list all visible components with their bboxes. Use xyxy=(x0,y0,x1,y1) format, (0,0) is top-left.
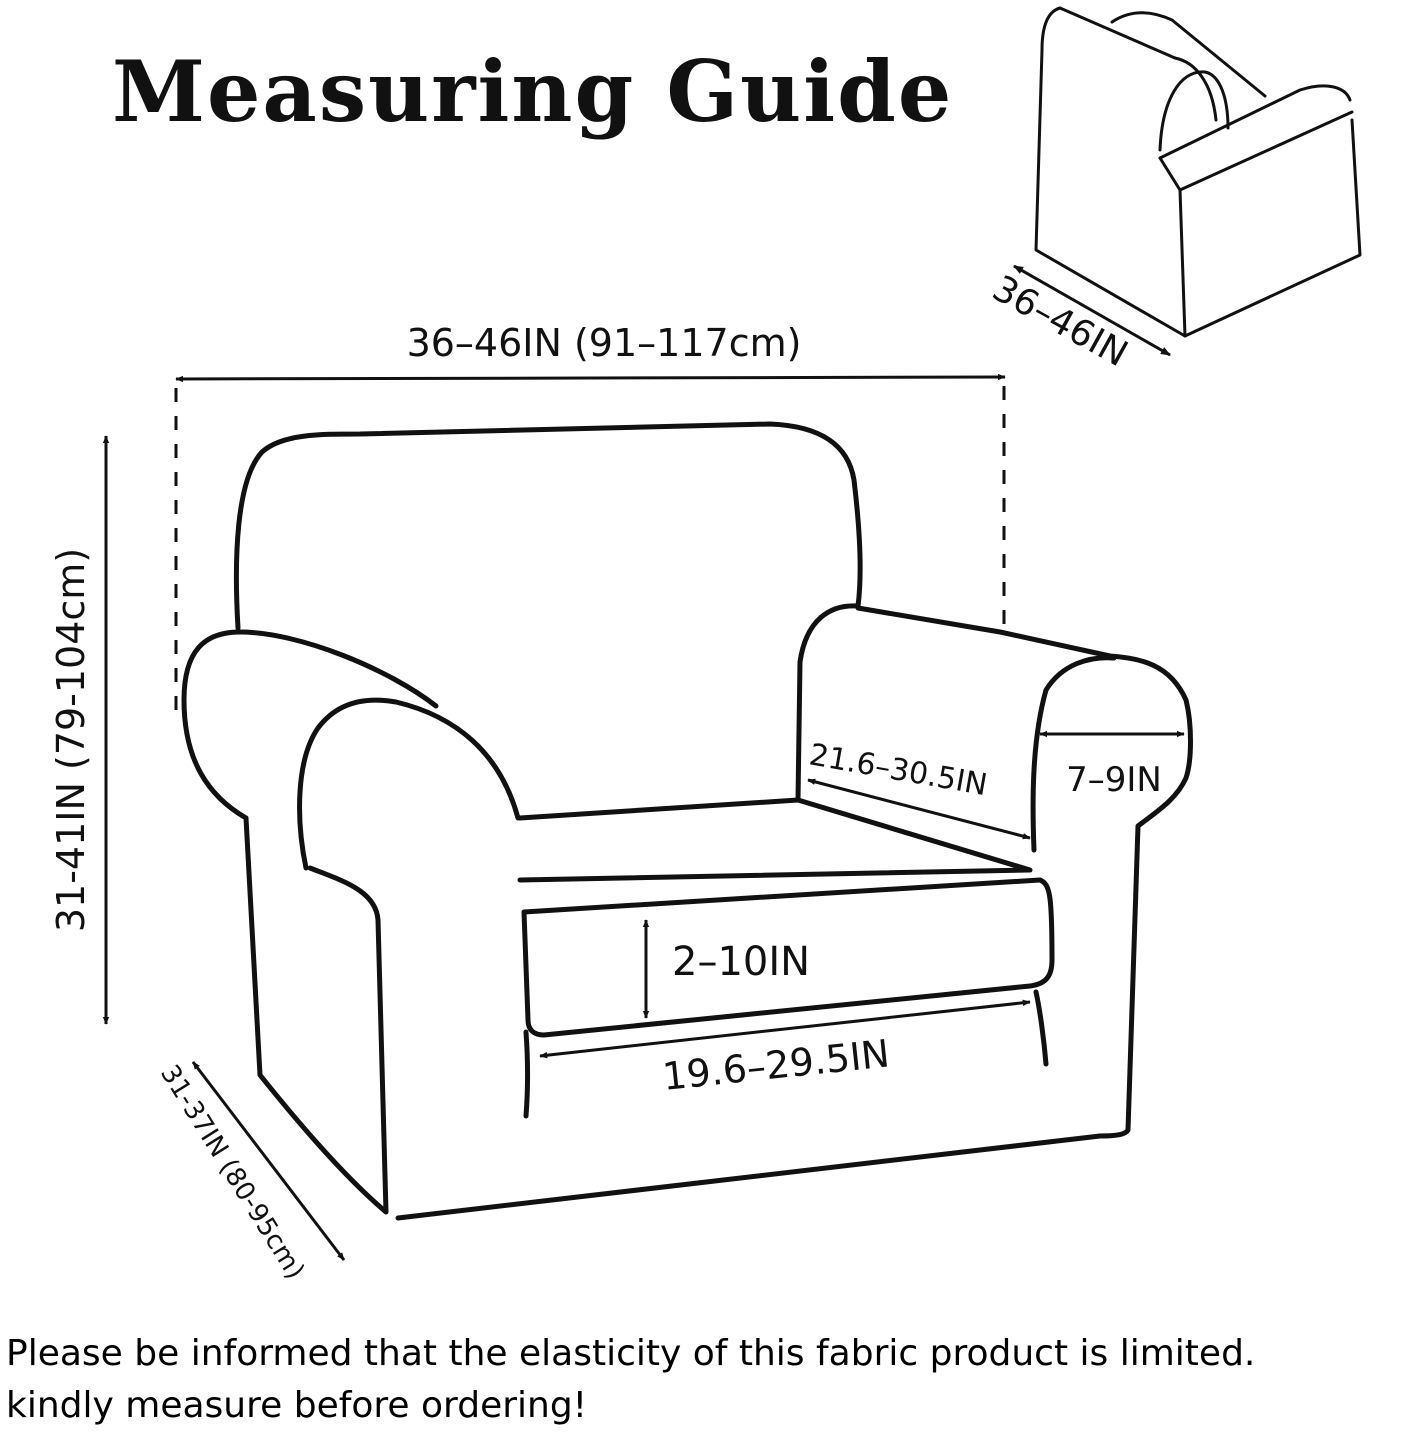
cushion-front xyxy=(521,877,1055,1038)
right-arm-panel xyxy=(1030,655,1117,853)
small-chair-back-view xyxy=(1034,6,1362,338)
backrest xyxy=(233,421,863,631)
seat-width-label: 19.6–29.5IN xyxy=(660,1031,891,1099)
width-arrow xyxy=(175,373,1006,383)
left-arm-scroll xyxy=(297,697,521,871)
notice-line-1: Please be informed that the elasticity o… xyxy=(6,1333,1256,1374)
depth-arrow xyxy=(191,1061,346,1261)
height-label: 31-41IN (79-104cm) xyxy=(49,548,93,932)
left-arm-front xyxy=(181,629,439,821)
width-label: 36–46IN (91–117cm) xyxy=(407,321,802,365)
depth-label: 31-37IN (80-95cm) xyxy=(154,1060,310,1285)
right-arm xyxy=(395,603,1193,1221)
dimension-lines xyxy=(102,373,1185,1261)
page-title: Measuring Guide xyxy=(112,42,954,141)
armchair-outline xyxy=(181,421,1193,1221)
cushion-height-label: 2–10IN xyxy=(672,939,810,985)
front-legs xyxy=(523,989,1049,1119)
back-width-arrow xyxy=(1013,264,1171,357)
arm-length-arrow xyxy=(807,778,1031,840)
arm-length-label: 21.6–30.5IN xyxy=(807,737,990,803)
arm-width-label: 7–9IN xyxy=(1066,760,1162,800)
notice-line-2: kindly measure before ordering! xyxy=(6,1385,588,1426)
left-arm-body xyxy=(243,815,389,1215)
seat-width-arrow xyxy=(539,999,1031,1059)
elasticity-notice: Please be informed that the elasticity o… xyxy=(6,1328,1420,1432)
cushion-top xyxy=(517,797,1033,883)
